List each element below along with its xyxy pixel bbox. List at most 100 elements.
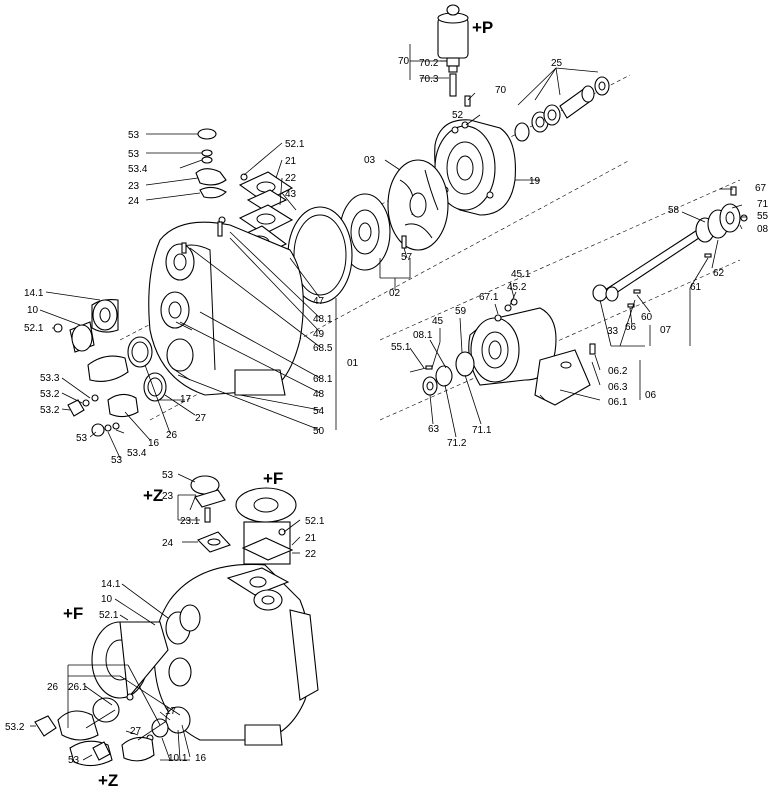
label-14-1-a: 14.1 bbox=[24, 288, 44, 299]
option-plus-z-top: +Z bbox=[143, 486, 163, 505]
label-23-b: 23 bbox=[162, 491, 174, 502]
leader-lines bbox=[30, 114, 747, 761]
option-plus-z-bottom: +Z bbox=[98, 771, 118, 790]
label-49: 49 bbox=[313, 329, 325, 340]
label-67-1: 67.1 bbox=[479, 292, 499, 303]
assembled-pump-variant bbox=[34, 475, 319, 767]
label-68-1: 68.1 bbox=[313, 374, 333, 385]
label-70-b: 70 bbox=[495, 85, 507, 96]
label-08: 08 bbox=[757, 224, 769, 235]
label-53-c: 53 bbox=[76, 433, 88, 444]
label-26-1: 26.1 bbox=[68, 682, 88, 693]
label-02: 02 bbox=[389, 288, 401, 299]
option-plus-p: +P bbox=[472, 18, 493, 37]
label-53-f: 53 bbox=[68, 755, 80, 766]
label-48: 48 bbox=[313, 389, 325, 400]
label-53-e: 53 bbox=[162, 470, 174, 481]
label-55-1: 55.1 bbox=[391, 342, 411, 353]
impeller bbox=[387, 159, 449, 251]
label-27-a: 27 bbox=[195, 413, 207, 424]
label-54: 54 bbox=[313, 406, 325, 417]
label-45: 45 bbox=[432, 316, 444, 327]
label-45-1: 45.1 bbox=[511, 269, 531, 280]
label-43: 43 bbox=[285, 189, 297, 200]
label-17-b: 17 bbox=[165, 706, 177, 717]
label-10-b: 10 bbox=[101, 594, 113, 605]
label-52: 52 bbox=[452, 110, 464, 121]
label-06-3: 06.3 bbox=[608, 382, 628, 393]
label-14-1-b: 14.1 bbox=[101, 579, 121, 590]
label-26-a: 26 bbox=[166, 430, 178, 441]
label-24-b: 24 bbox=[162, 538, 174, 549]
label-26-b: 26 bbox=[47, 682, 59, 693]
option-codes: +P +Z +F +F +Z bbox=[63, 18, 493, 790]
label-52-1-d: 52.1 bbox=[99, 610, 119, 621]
part-labels: 70 70.2 70.3 70 52 25 03 19 53 53 53.4 2… bbox=[5, 56, 769, 766]
label-22-a: 22 bbox=[285, 173, 297, 184]
label-53-4-a: 53.4 bbox=[128, 164, 148, 175]
label-67: 67 bbox=[755, 183, 767, 194]
label-33: 33 bbox=[607, 326, 619, 337]
label-53-4-b: 53.4 bbox=[127, 448, 147, 459]
label-68-5: 68.5 bbox=[313, 343, 333, 354]
label-50: 50 bbox=[313, 426, 325, 437]
label-71: 71 bbox=[757, 199, 769, 210]
label-52-1-b: 52.1 bbox=[24, 323, 44, 334]
label-53-3: 53.3 bbox=[40, 373, 60, 384]
label-71-1: 71.1 bbox=[472, 425, 492, 436]
label-47: 47 bbox=[313, 296, 325, 307]
label-27-b: 27 bbox=[130, 726, 142, 737]
label-16-a: 16 bbox=[148, 438, 160, 449]
label-06-2: 06.2 bbox=[608, 366, 628, 377]
label-22-b: 22 bbox=[305, 549, 317, 560]
label-59: 59 bbox=[455, 306, 467, 317]
label-45-2: 45.2 bbox=[507, 282, 527, 293]
label-61: 61 bbox=[690, 282, 702, 293]
label-58: 58 bbox=[668, 205, 680, 216]
pump-casing-main bbox=[148, 221, 304, 396]
label-63: 63 bbox=[428, 424, 440, 435]
air-valve-assembly bbox=[409, 4, 476, 107]
fill-cap-assembly-top bbox=[195, 128, 234, 236]
label-25: 25 bbox=[551, 58, 563, 69]
label-57: 57 bbox=[401, 252, 413, 263]
label-70-3: 70.3 bbox=[419, 74, 439, 85]
option-plus-f-top: +F bbox=[263, 469, 283, 488]
label-24: 24 bbox=[128, 196, 140, 207]
label-55: 55 bbox=[757, 211, 769, 222]
label-01: 01 bbox=[347, 358, 359, 369]
bearing-pedestal bbox=[422, 298, 596, 406]
label-23-1: 23.1 bbox=[180, 516, 200, 527]
label-03: 03 bbox=[364, 155, 376, 166]
label-53-a: 53 bbox=[128, 130, 140, 141]
bearing-sleeve-parts bbox=[514, 67, 610, 142]
label-52-1-a: 52.1 bbox=[285, 139, 305, 150]
label-21-a: 21 bbox=[285, 156, 297, 167]
label-48-1: 48.1 bbox=[313, 314, 333, 325]
label-17-a: 17 bbox=[180, 394, 192, 405]
label-53-b: 53 bbox=[128, 149, 140, 160]
label-66: 66 bbox=[625, 322, 637, 333]
label-16-b: 16 bbox=[195, 753, 207, 764]
label-10-a: 10 bbox=[27, 305, 39, 316]
label-23: 23 bbox=[128, 181, 140, 192]
label-60: 60 bbox=[641, 312, 653, 323]
label-07: 07 bbox=[660, 325, 672, 336]
label-53-2-a: 53.2 bbox=[40, 389, 60, 400]
label-06: 06 bbox=[645, 390, 657, 401]
label-21-b: 21 bbox=[305, 533, 317, 544]
label-70: 70 bbox=[398, 56, 410, 67]
label-08-1: 08.1 bbox=[413, 330, 433, 341]
label-06-1: 06.1 bbox=[608, 397, 628, 408]
option-plus-f-left: +F bbox=[63, 604, 83, 623]
label-19: 19 bbox=[529, 176, 541, 187]
label-10-1: 10.1 bbox=[168, 753, 188, 764]
label-53-2-b: 53.2 bbox=[40, 405, 60, 416]
label-53-2-c: 53.2 bbox=[5, 722, 25, 733]
label-71-2: 71.2 bbox=[447, 438, 467, 449]
label-52-1-c: 52.1 bbox=[305, 516, 325, 527]
label-70-2: 70.2 bbox=[419, 58, 439, 69]
pump-shaft bbox=[592, 186, 748, 308]
label-53-d: 53 bbox=[111, 455, 123, 466]
